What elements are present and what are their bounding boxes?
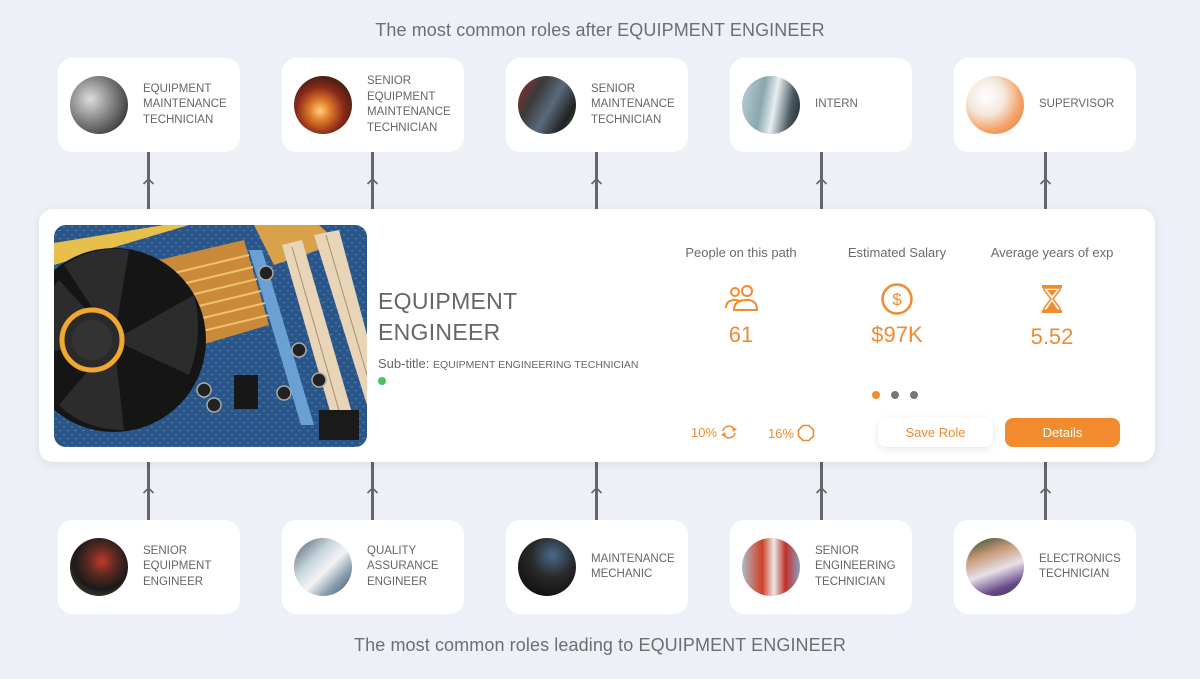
metric-value: 10% [691, 424, 718, 440]
next-roles-title: The most common roles after EQUIPMENT EN… [375, 20, 825, 40]
arrow-up-icon [815, 486, 828, 494]
role-label: SENIOR ENGINEERING TECHNICIAN [815, 544, 896, 588]
role-avatar [294, 76, 352, 134]
stat-value: 61 [728, 322, 754, 347]
refresh-cycle-icon [721, 425, 738, 439]
role-label: SENIOR EQUIPMENT ENGINEER [143, 544, 212, 588]
connector-line [815, 462, 828, 520]
role-avatar [966, 76, 1024, 134]
role-title: EQUIPMENT ENGINEER [378, 288, 518, 345]
save-role-button[interactable]: Save Role [878, 418, 993, 447]
role-avatar [966, 538, 1024, 596]
metric-cycle: 10% [691, 424, 738, 440]
previous-role-card[interactable]: ELECTRONICS TECHNICIAN [954, 520, 1136, 614]
role-avatar [518, 538, 576, 596]
previous-roles-row: SENIOR EQUIPMENT ENGINEER QUALITY ASSURA… [0, 520, 1200, 614]
role-avatar [294, 538, 352, 596]
connector-line [590, 152, 603, 209]
hourglass-icon [1042, 285, 1062, 313]
role-label: ELECTRONICS TECHNICIAN [1039, 552, 1121, 581]
subtitle-label: Sub-title: [378, 356, 430, 371]
stat-label: Estimated Salary [847, 245, 947, 260]
pager-dot-3[interactable] [910, 391, 918, 399]
arrow-up-icon [815, 177, 828, 185]
pager-dot-2[interactable] [891, 391, 899, 399]
stat-value: 5.52 [1030, 324, 1074, 349]
next-role-card[interactable]: SENIOR MAINTENANCE TECHNICIAN [506, 58, 688, 152]
svg-text:$: $ [892, 290, 902, 309]
arrow-up-icon [1039, 177, 1052, 185]
next-roles-row: EQUIPMENT MAINTENANCE TECHNICIAN SENIOR … [0, 58, 1200, 152]
stat-salary: Estimated Salary $ $97K [822, 245, 972, 348]
arrow-up-icon [1039, 486, 1052, 494]
role-label: SUPERVISOR [1039, 98, 1115, 111]
stat-value: $97K [871, 322, 923, 347]
previous-roles-title: The most common roles leading to EQUIPME… [354, 635, 846, 655]
pager-dot-1[interactable] [872, 391, 880, 399]
stats-pager [872, 391, 918, 399]
previous-role-card[interactable]: SENIOR EQUIPMENT ENGINEER [58, 520, 240, 614]
motherboard-image [54, 225, 367, 447]
status-indicator [378, 377, 386, 385]
stat-experience: Average years of exp 5.52 [977, 245, 1127, 350]
role-label: MAINTENANCE MECHANIC [591, 552, 675, 581]
previous-role-card[interactable]: SENIOR ENGINEERING TECHNICIAN [730, 520, 912, 614]
details-button[interactable]: Details [1005, 418, 1120, 447]
arrow-up-icon [142, 177, 155, 185]
role-label: EQUIPMENT MAINTENANCE TECHNICIAN [143, 82, 227, 126]
connector-line [366, 152, 379, 209]
connector-line [1039, 152, 1052, 209]
previous-role-card[interactable]: QUALITY ASSURANCE ENGINEER [282, 520, 464, 614]
previous-role-card[interactable]: MAINTENANCE MECHANIC [506, 520, 688, 614]
arrow-up-icon [366, 486, 379, 494]
role-label: QUALITY ASSURANCE ENGINEER [367, 544, 439, 588]
connector-line [366, 462, 379, 520]
arrow-up-icon [142, 486, 155, 494]
role-subtitle: Sub-title: EQUIPMENT ENGINEERING TECHNIC… [378, 356, 639, 371]
stat-people: People on this path 61 [666, 245, 816, 348]
dollar-circle-icon: $ [881, 283, 913, 315]
role-label: INTERN [815, 98, 858, 111]
role-hero-image [54, 225, 367, 447]
subtitle-value: EQUIPMENT ENGINEERING TECHNICIAN [432, 359, 639, 371]
metric-value: 16% [768, 425, 795, 441]
role-avatar [518, 76, 576, 134]
people-icon [725, 285, 758, 311]
current-role-card: EQUIPMENT ENGINEER Sub-title: EQUIPMENT … [39, 209, 1155, 462]
connector-line [142, 152, 155, 209]
role-avatar [742, 538, 800, 596]
octagon-icon [797, 424, 815, 442]
connector-line [815, 152, 828, 209]
connector-line [590, 462, 603, 520]
next-role-card[interactable]: INTERN [730, 58, 912, 152]
role-label: SENIOR EQUIPMENT MAINTENANCE TECHNICIAN [367, 75, 451, 134]
stat-label: Average years of exp [990, 245, 1114, 260]
connector-line [1039, 462, 1052, 520]
arrow-up-icon [590, 486, 603, 494]
role-avatar [70, 538, 128, 596]
next-role-card[interactable]: EQUIPMENT MAINTENANCE TECHNICIAN [58, 58, 240, 152]
role-avatar [70, 76, 128, 134]
arrow-up-icon [366, 177, 379, 185]
role-avatar [742, 76, 800, 134]
metric-octagon: 16% [768, 424, 815, 442]
arrow-up-icon [590, 177, 603, 185]
next-role-card[interactable]: SUPERVISOR [954, 58, 1136, 152]
connector-line [142, 462, 155, 520]
next-role-card[interactable]: SENIOR EQUIPMENT MAINTENANCE TECHNICIAN [282, 58, 464, 152]
role-label: SENIOR MAINTENANCE TECHNICIAN [591, 82, 675, 126]
stat-label: People on this path [685, 245, 797, 260]
